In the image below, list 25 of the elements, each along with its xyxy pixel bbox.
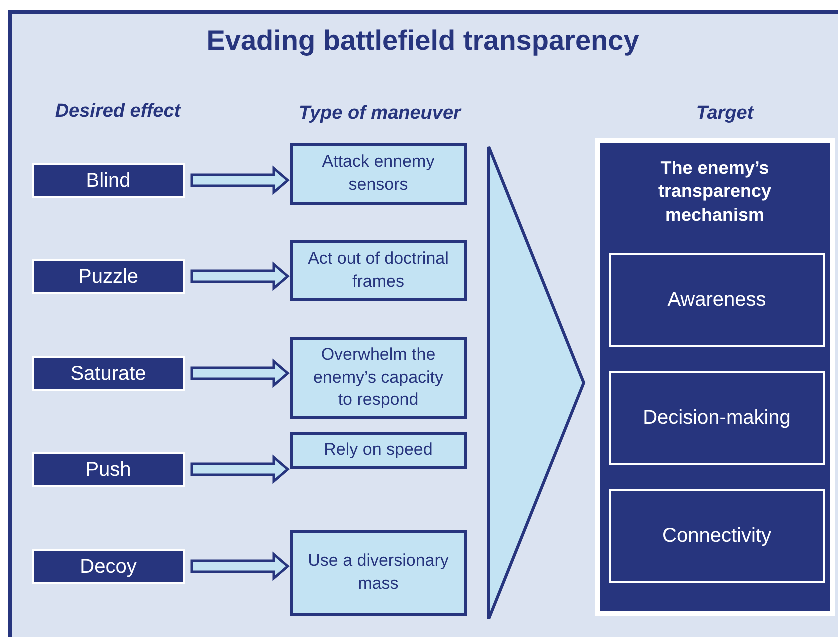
block-arrow (190, 552, 290, 582)
panel-heading: The enemy’s transparency mechanism (657, 157, 773, 227)
effect-box: Blind (32, 163, 185, 198)
column-heading: Type of maneuver (298, 102, 463, 126)
component-box: Awareness (609, 253, 825, 347)
effect-box: Decoy (32, 549, 185, 584)
effect-box: Saturate (32, 356, 185, 391)
block-arrow (190, 358, 290, 388)
target-panel (595, 138, 835, 616)
maneuver-box: Rely on speed (290, 432, 467, 469)
maneuver-box: Act out of doctrinal frames (290, 240, 467, 301)
maneuver-box: Attack ennemy sensors (290, 143, 467, 205)
block-arrow (190, 262, 290, 292)
column-heading: Target (695, 102, 756, 126)
title: Evading battlefield transparency (206, 24, 640, 58)
effect-box: Puzzle (32, 259, 185, 294)
component-box: Connectivity (609, 489, 825, 583)
block-arrow (190, 454, 290, 484)
maneuver-box: Use a diversionary mass (290, 530, 467, 616)
maneuver-box: Overwhelm the enemy’s capacity to respond (290, 337, 467, 419)
chevron-arrow-shape (487, 145, 587, 621)
effect-box: Push (32, 452, 185, 487)
block-arrow (190, 166, 290, 196)
component-box: Decision-making (609, 371, 825, 465)
column-heading: Desired effect (54, 100, 182, 124)
